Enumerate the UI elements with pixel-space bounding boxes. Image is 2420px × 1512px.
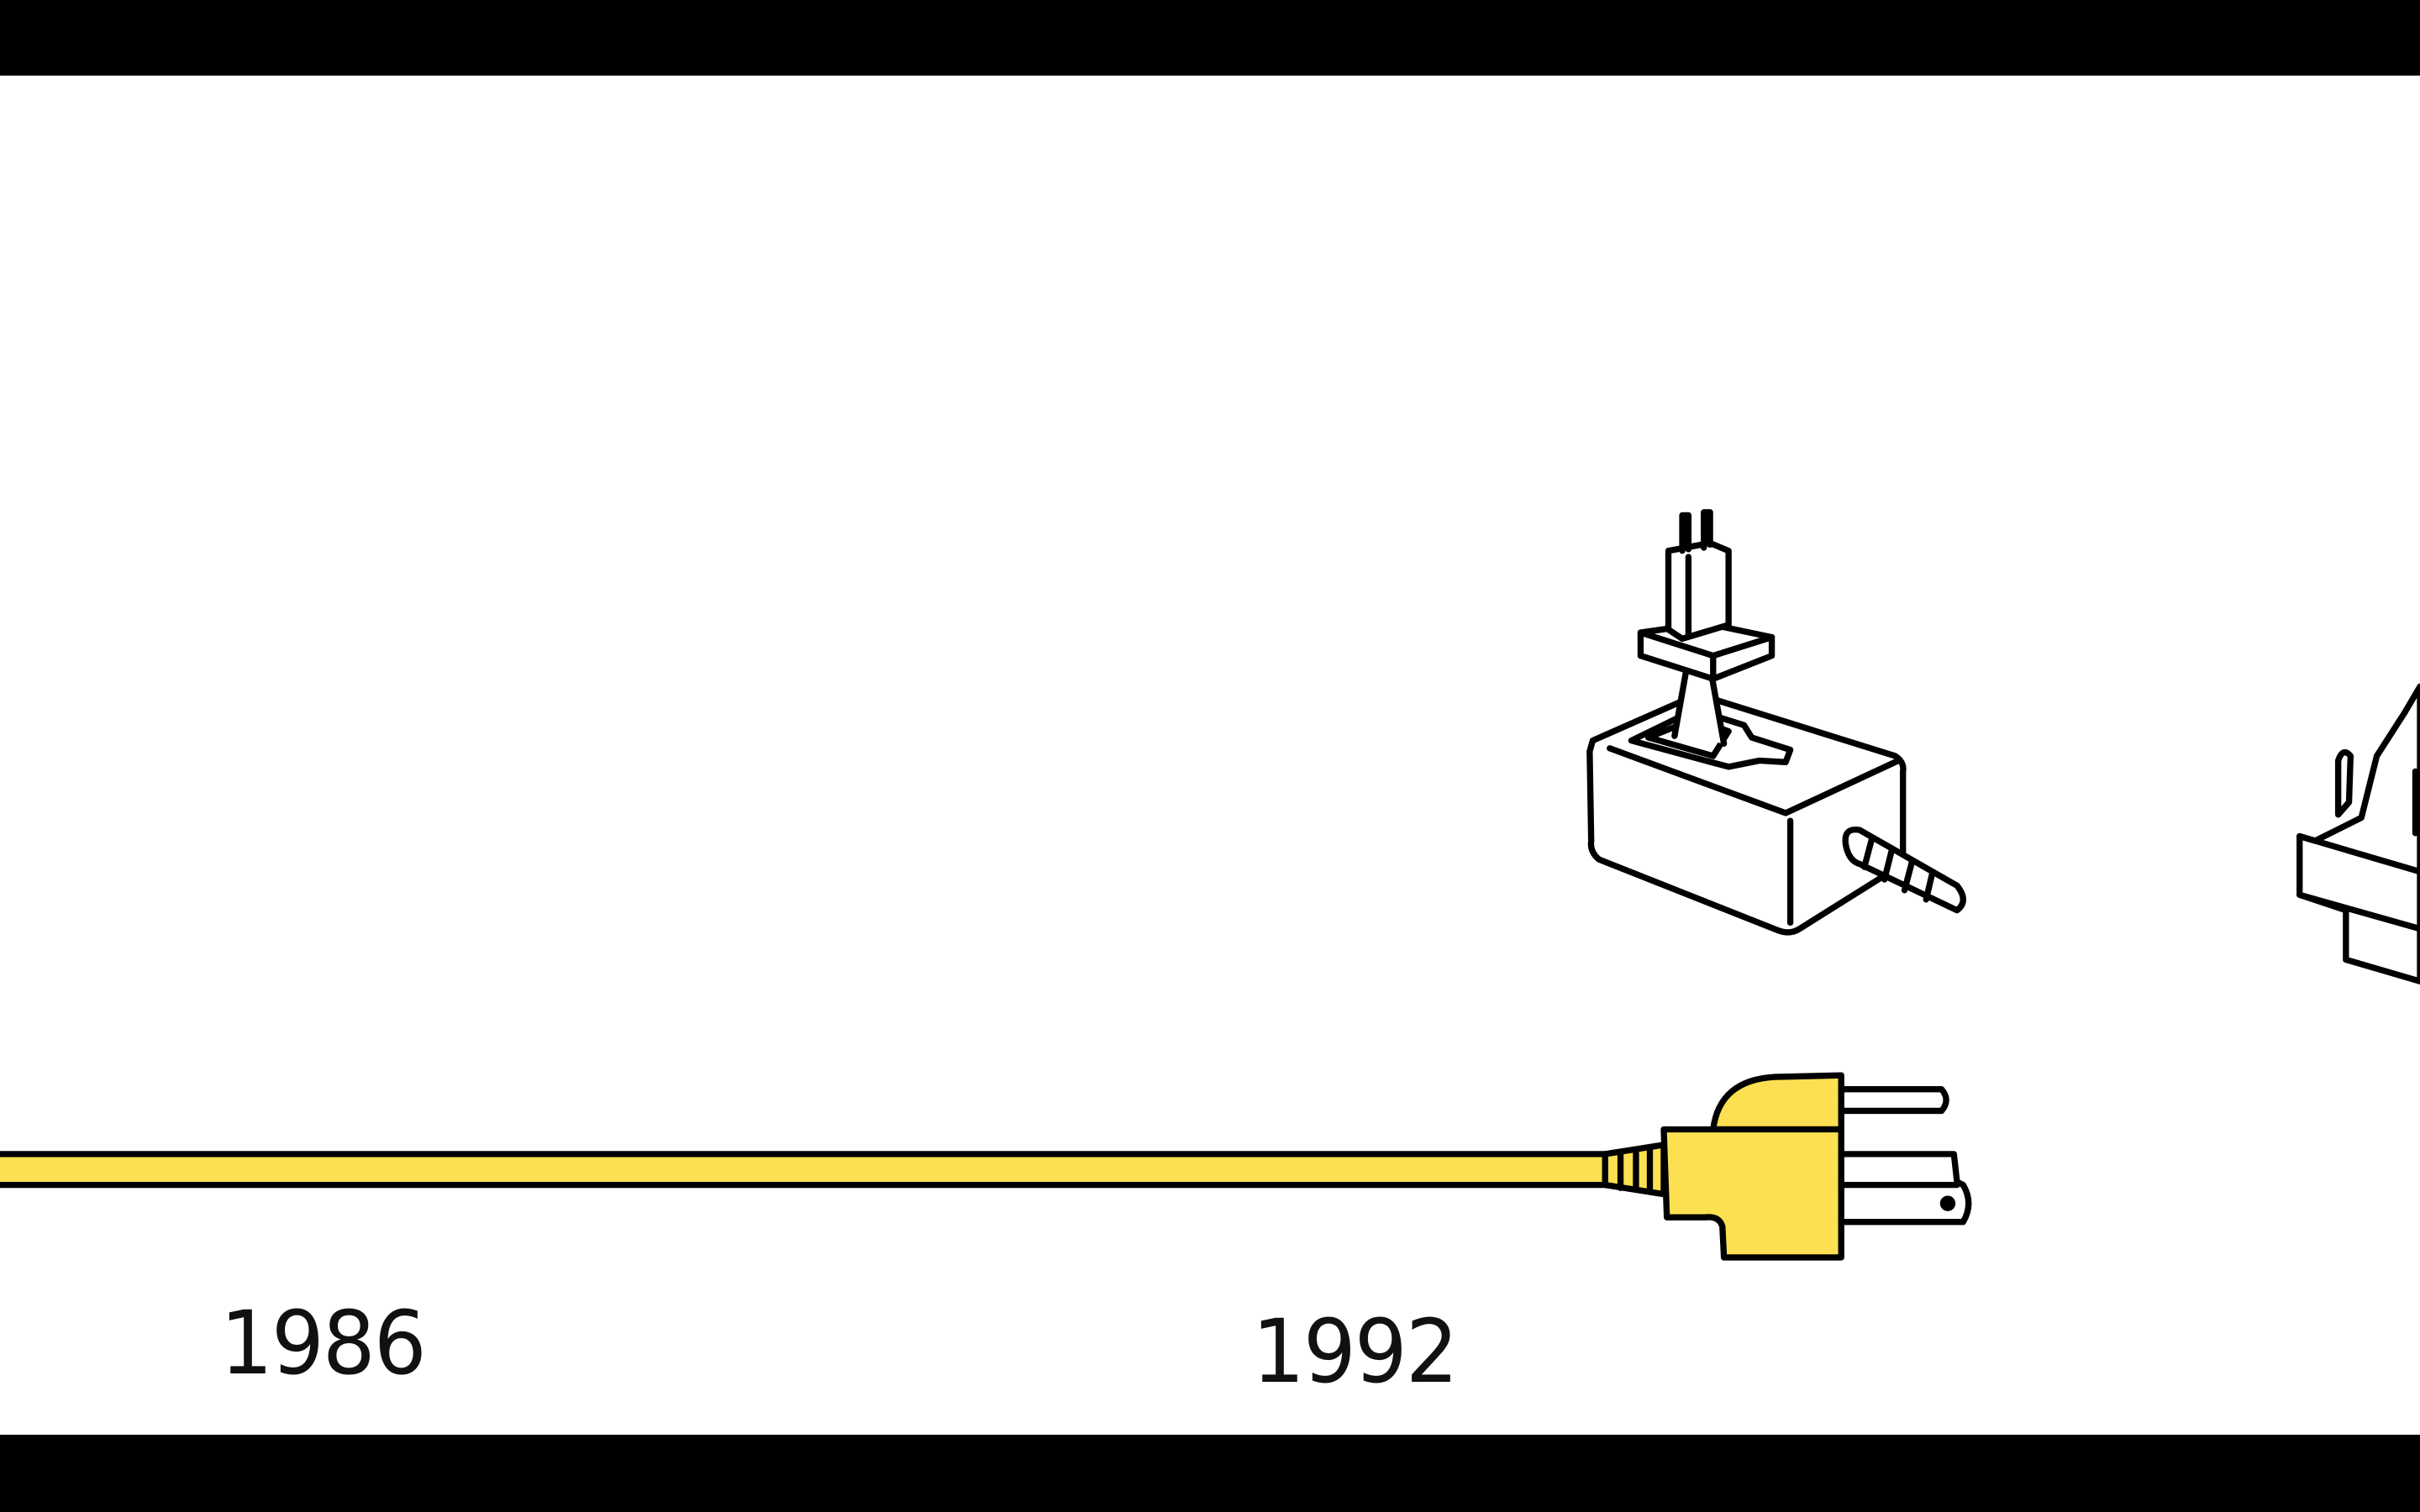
power-cord-plug-icon: [0, 1072, 1972, 1261]
timeline-year-1992: 1992: [1252, 1300, 1459, 1403]
timeline-year-1986: 1986: [220, 1292, 427, 1394]
ac-adapter-icon: [1586, 509, 1966, 936]
letterbox-top: [0, 0, 2420, 76]
barrel-jack-icon: [1842, 826, 1966, 914]
video-frame: [0, 76, 2420, 1435]
wall-charger-partial-icon: [2296, 683, 2420, 984]
letterbox-bottom: [0, 1435, 2420, 1512]
